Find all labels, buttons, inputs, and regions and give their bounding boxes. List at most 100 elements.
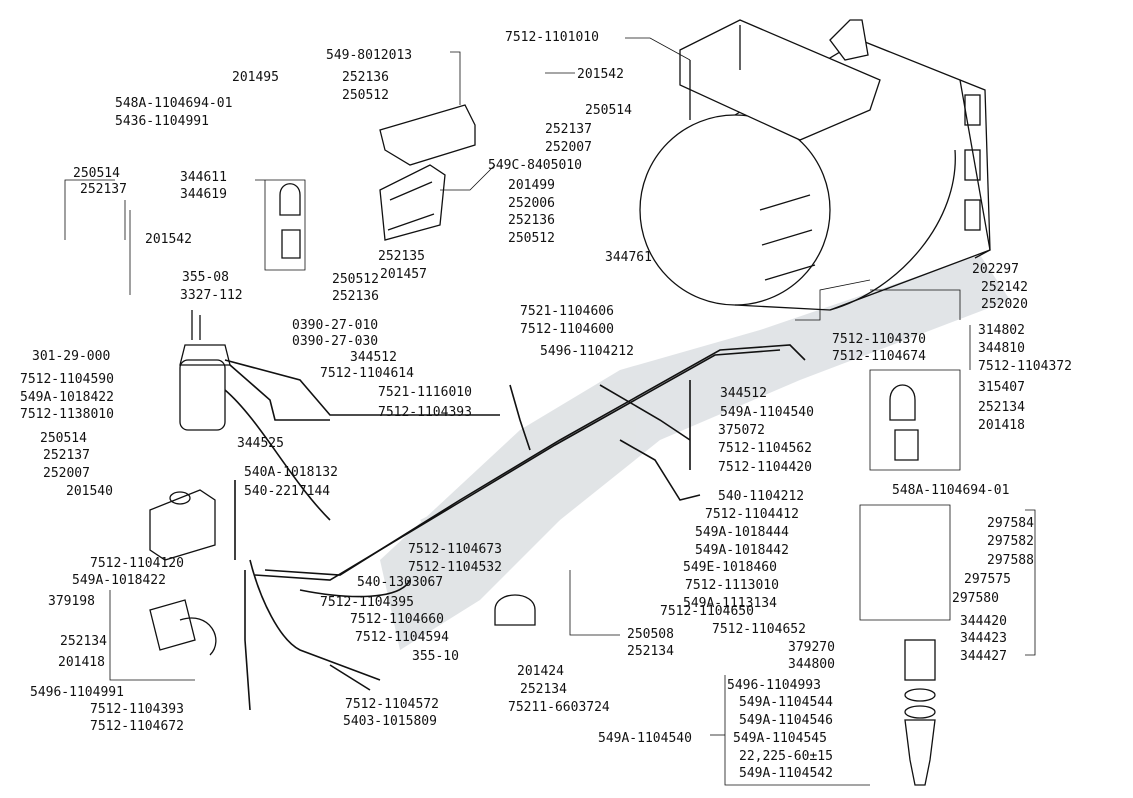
part-label: 5496-1104212	[540, 344, 634, 359]
part-label: 379198	[48, 594, 95, 609]
part-label: 549E-1018460	[683, 560, 777, 575]
part-label: 252020	[981, 297, 1028, 312]
part-label: 7512-1138010	[20, 407, 114, 422]
part-label: 7512-1104572	[345, 697, 439, 712]
part-label: 252137	[43, 448, 90, 463]
clip-315407	[889, 384, 919, 461]
part-label: 252006	[508, 196, 555, 211]
part-label: 201418	[978, 418, 1025, 433]
part-label: 252134	[520, 682, 567, 697]
frame-549c-8405010	[379, 164, 446, 241]
part-label: 252134	[978, 400, 1025, 415]
part-label: 22,225-60±15	[739, 749, 833, 764]
part-label: 75211-6603724	[508, 700, 610, 715]
part-label: 3327-112	[180, 288, 243, 303]
part-label: 7512-1104594	[355, 630, 449, 645]
part-label: 250512	[342, 88, 389, 103]
part-label: 344420	[960, 614, 1007, 629]
part-label: 297582	[987, 534, 1034, 549]
part-label: 344761	[605, 250, 652, 265]
part-label: 540-1104212	[718, 489, 804, 504]
part-label: 252134	[60, 634, 107, 649]
part-label: 7521-1116010	[378, 385, 472, 400]
part-label: 7512-1104652	[712, 622, 806, 637]
fuel-tank	[639, 19, 991, 311]
part-label: 5403-1015809	[343, 714, 437, 729]
clip-379198	[149, 599, 217, 656]
clamp-75211-6603724	[494, 594, 536, 626]
part-label: 250512	[508, 231, 555, 246]
part-label: 7521-1104606	[520, 304, 614, 319]
drawing-linework	[64, 19, 1036, 786]
part-label: 252137	[545, 122, 592, 137]
part-label: 252136	[332, 289, 379, 304]
water-separator	[149, 489, 216, 561]
part-label: 7512-1104370	[832, 332, 926, 347]
part-label: 549A-1113134	[683, 596, 777, 611]
part-label: 7512-1104412	[705, 507, 799, 522]
part-label: 201457	[380, 267, 427, 282]
part-label: 201499	[508, 178, 555, 193]
part-label: 7512-1104395	[320, 595, 414, 610]
part-label: 549A-1104542	[739, 766, 833, 781]
part-label: 549A-1104544	[739, 695, 833, 710]
part-label: 201540	[66, 484, 113, 499]
part-label: 540-1303067	[357, 575, 443, 590]
part-label: 5436-1104991	[115, 114, 209, 129]
part-label: 7512-1104673	[408, 542, 502, 557]
clip-344611	[279, 183, 301, 259]
part-label: 7512-1104614	[320, 366, 414, 381]
part-label: 7512-1104590	[20, 372, 114, 387]
part-label: 7512-1104660	[350, 612, 444, 627]
part-label: 297580	[952, 591, 999, 606]
part-label: 549A-1018444	[695, 525, 789, 540]
part-label: 0390-27-030	[292, 334, 378, 349]
part-label: 250514	[585, 103, 632, 118]
part-label: 344800	[788, 657, 835, 672]
part-label: 314802	[978, 323, 1025, 338]
part-label: 201495	[232, 70, 279, 85]
part-label: 7512-1104562	[718, 441, 812, 456]
part-label: 548A-1104694-01	[115, 96, 232, 111]
part-label: 315407	[978, 380, 1025, 395]
part-label: 355-08	[182, 270, 229, 285]
part-label: 7512-1104674	[832, 349, 926, 364]
part-label: 252142	[981, 280, 1028, 295]
part-label: 344423	[960, 631, 1007, 646]
part-label: 7512-1104532	[408, 560, 502, 575]
part-label: 549-8012013	[326, 48, 412, 63]
part-label: 7512-1104600	[520, 322, 614, 337]
fuel-filter	[179, 310, 231, 431]
part-label: 549A-1018422	[20, 390, 114, 405]
part-label: 5496-1104991	[30, 685, 124, 700]
part-label: 252135	[378, 249, 425, 264]
part-label: 297575	[964, 572, 1011, 587]
part-label: 252136	[342, 70, 389, 85]
part-label: 7512-1104672	[90, 719, 184, 734]
part-label: 7512-1101010	[505, 30, 599, 45]
part-label: 344512	[350, 350, 397, 365]
part-label: 549A-1104540	[720, 405, 814, 420]
part-label: 7512-1104650	[660, 604, 754, 619]
part-label: 7512-1104393	[90, 702, 184, 717]
part-label: 201418	[58, 655, 105, 670]
watermark-logo	[380, 255, 1010, 650]
part-label: 549A-1104546	[739, 713, 833, 728]
part-label: 250512	[332, 272, 379, 287]
part-label: 202297	[972, 262, 1019, 277]
part-label: 540-2217144	[244, 484, 330, 499]
part-label: 344619	[180, 187, 227, 202]
part-label: 7512-1113010	[685, 578, 779, 593]
part-label: 549A-1104540	[598, 731, 692, 746]
part-label: 250514	[40, 431, 87, 446]
part-label: 540A-1018132	[244, 465, 338, 480]
part-label: 344611	[180, 170, 227, 185]
part-number-labels: 549-8012013 201495 252136 250512 548A-110469…	[20, 30, 1072, 781]
part-label: 201542	[577, 67, 624, 82]
part-label: 549A-1018442	[695, 543, 789, 558]
part-label: 7512-1104420	[718, 460, 812, 475]
part-label: 344810	[978, 341, 1025, 356]
part-label: 201424	[517, 664, 564, 679]
part-label: 301-29-000	[32, 349, 110, 364]
part-label: 297584	[987, 516, 1034, 531]
